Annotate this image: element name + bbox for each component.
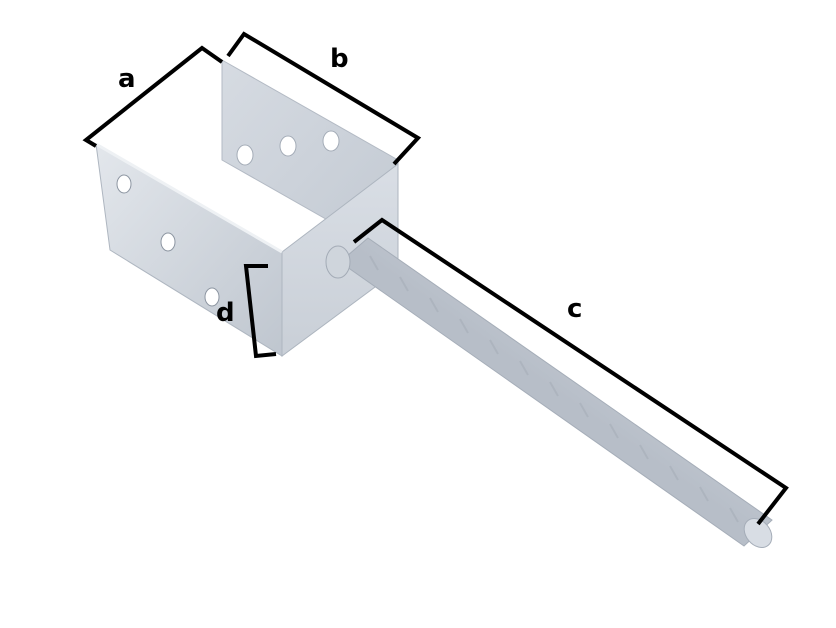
hole-icon — [160, 232, 176, 252]
dimension-label-b: b — [330, 44, 349, 74]
hole-icon — [116, 174, 132, 194]
hole-icon — [322, 130, 340, 152]
hole-icon — [204, 287, 220, 307]
weld — [325, 245, 351, 279]
dimension-line-a — [82, 45, 224, 148]
dimension-label-a: a — [118, 64, 136, 94]
hole-icon — [236, 144, 254, 166]
side-plate — [95, 142, 283, 357]
dimension-line-c — [352, 217, 789, 526]
dimension-label-d: d — [216, 298, 235, 328]
dimension-line-b — [226, 31, 422, 166]
hole-icon — [279, 135, 297, 157]
dimension-label-c: c — [567, 294, 583, 324]
dimension-line-d — [243, 264, 277, 359]
threaded-rod — [325, 237, 773, 548]
dimension-lines — [82, 31, 789, 526]
